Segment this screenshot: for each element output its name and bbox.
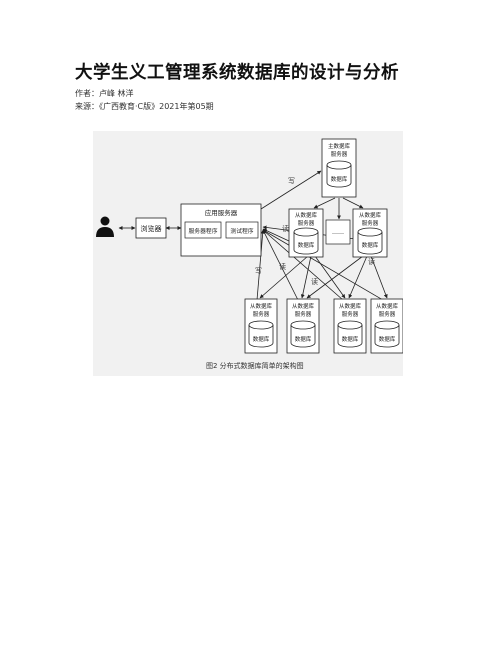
write-label-lower: 写	[255, 267, 262, 275]
master-db-label: 数据库	[331, 175, 348, 183]
svg-text:服务器: 服务器	[379, 310, 396, 318]
database-icon	[337, 320, 363, 348]
server-program-box	[184, 221, 222, 239]
edge-slave1-bottom1	[259, 255, 309, 299]
svg-text:从数据库: 从数据库	[376, 302, 399, 310]
slave-db-server-bottom-1: 从数据库 服务器 数据库	[244, 298, 278, 354]
svg-text:从数据库: 从数据库	[250, 302, 273, 310]
database-icon	[374, 320, 400, 348]
read-label-lower-3: 读	[368, 257, 375, 266]
svg-text:从数据库: 从数据库	[295, 211, 318, 219]
svg-text:服务器: 服务器	[298, 219, 315, 227]
edge-slave2-bottom4	[370, 255, 388, 299]
architecture-figure: 浏览器 应用服务器 服务器程序 测试程序 主数据库 服务器 数据库 从数据库 服…	[93, 131, 403, 376]
database-icon	[248, 320, 274, 348]
svg-text:数据库: 数据库	[298, 241, 315, 249]
edge-slave1-bottom2	[300, 255, 312, 299]
database-icon	[293, 227, 319, 255]
database-icon	[290, 320, 316, 348]
slave-db-server-mid-1: 从数据库 服务器 数据库	[288, 208, 324, 258]
article-title: 大学生义工管理系统数据库的设计与分析	[75, 63, 399, 83]
svg-text:从数据库: 从数据库	[339, 302, 362, 310]
browser-box: 浏览器	[135, 217, 167, 239]
svg-text:数据库: 数据库	[379, 335, 396, 343]
edge-read-bottom2	[262, 229, 299, 301]
database-icon	[357, 227, 383, 255]
slave-db-server-bottom-2: 从数据库 服务器 数据库	[286, 298, 320, 354]
master-db-server: 主数据库 服务器 数据库	[321, 138, 357, 198]
svg-text:服务器: 服务器	[362, 219, 379, 227]
slave-db-server-mid-2: 从数据库 服务器 数据库	[352, 208, 388, 258]
app-server-label: 应用服务器	[205, 208, 238, 217]
edge-slave1-bottom3	[314, 255, 346, 299]
article-author: 作者：卢峰 林洋	[75, 89, 134, 98]
svg-text:数据库: 数据库	[362, 241, 379, 249]
svg-text:服务器: 服务器	[253, 310, 270, 318]
person-icon	[96, 216, 114, 237]
slave-db-server-bottom-4: 从数据库 服务器 数据库	[370, 298, 403, 354]
edge-write-master	[260, 170, 322, 210]
svg-text:数据库: 数据库	[295, 335, 312, 343]
app-server-box: 应用服务器 服务器程序 测试程序	[180, 203, 262, 257]
read-label-upper: 读	[282, 224, 289, 233]
edge-read-bottom4	[262, 229, 384, 301]
edge-slave2-bottom2	[306, 255, 364, 299]
figure-caption: 图2 分布式数据库简单的架构图	[206, 361, 304, 370]
read-label-lower-2: 读	[311, 277, 318, 286]
test-program-label: 测试程序	[230, 227, 253, 235]
test-program-box	[225, 221, 259, 239]
edge-read-slave1	[262, 228, 290, 242]
edge-read-bottom3	[262, 229, 344, 301]
svg-text:服务器: 服务器	[295, 310, 312, 318]
edge-read-bottom1	[256, 229, 265, 301]
edge-slave2-bottom3	[348, 255, 368, 299]
svg-text:数据库: 数据库	[342, 335, 359, 343]
browser-label: 浏览器	[141, 224, 162, 233]
master-server-label-2: 服务器	[331, 150, 348, 158]
article-source: 来源：《广西教育·C版》2021年第05期	[75, 102, 214, 111]
ellipsis-box: ……	[325, 219, 351, 245]
read-label-lower-1: 读	[279, 262, 286, 271]
slave-db-server-bottom-3: 从数据库 服务器 数据库	[333, 298, 367, 354]
ellipsis-label: ……	[332, 229, 344, 236]
edge-master-slave2	[342, 197, 364, 209]
svg-text:服务器: 服务器	[342, 310, 359, 318]
svg-text:从数据库: 从数据库	[292, 302, 315, 310]
svg-text:数据库: 数据库	[253, 335, 270, 343]
master-server-label-1: 主数据库	[328, 142, 351, 150]
write-label-upper: 写	[288, 177, 295, 185]
database-icon	[326, 160, 352, 188]
server-program-label: 服务器程序	[189, 227, 218, 235]
edge-master-slave1	[313, 197, 336, 209]
architecture-diagram: 浏览器 应用服务器 服务器程序 测试程序 主数据库 服务器 数据库 从数据库 服…	[93, 131, 403, 376]
svg-text:从数据库: 从数据库	[359, 211, 382, 219]
